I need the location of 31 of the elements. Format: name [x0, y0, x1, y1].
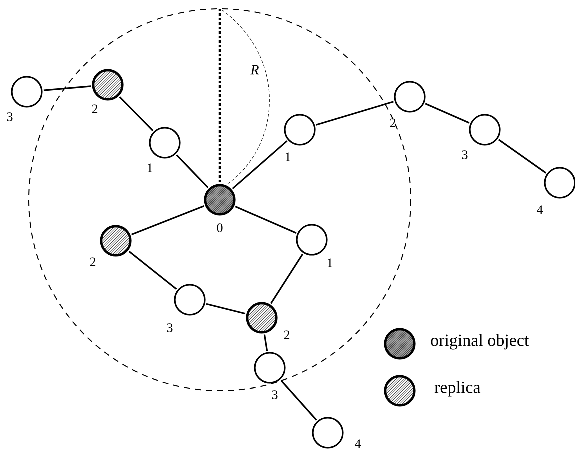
- radius-label: R: [250, 64, 260, 76]
- node-number: 3: [167, 324, 173, 332]
- node-number: 1: [286, 152, 290, 162]
- node-number: 2: [92, 104, 98, 114]
- node-number: 3: [272, 390, 278, 400]
- node-number: 2: [390, 118, 396, 128]
- connector-line: [132, 206, 204, 236]
- node-number: 1: [148, 164, 152, 172]
- legend-text: replica: [434, 381, 481, 397]
- connector-line: [498, 139, 547, 174]
- node-number: 3: [7, 112, 13, 122]
- connector-line: [232, 140, 288, 190]
- connector-line: [128, 250, 178, 290]
- connector-line: [264, 334, 268, 352]
- legend-text: original object: [431, 334, 530, 350]
- connector-line: [206, 303, 246, 315]
- connector-line: [316, 101, 394, 126]
- node-number: 1: [328, 258, 332, 268]
- connector-line: [119, 96, 154, 132]
- node-number: 3: [462, 150, 468, 160]
- node-number: 0: [217, 224, 223, 232]
- node-number: 4: [355, 440, 362, 448]
- connector-line: [235, 206, 297, 234]
- connector-line: [270, 254, 304, 304]
- node-number: 2: [90, 258, 96, 266]
- connector-line: [280, 380, 318, 421]
- node-number: 4: [537, 206, 544, 214]
- connector-line: [176, 154, 209, 188]
- connector-line: [425, 103, 470, 124]
- connector-line: [44, 86, 92, 92]
- node-number: 2: [284, 330, 290, 340]
